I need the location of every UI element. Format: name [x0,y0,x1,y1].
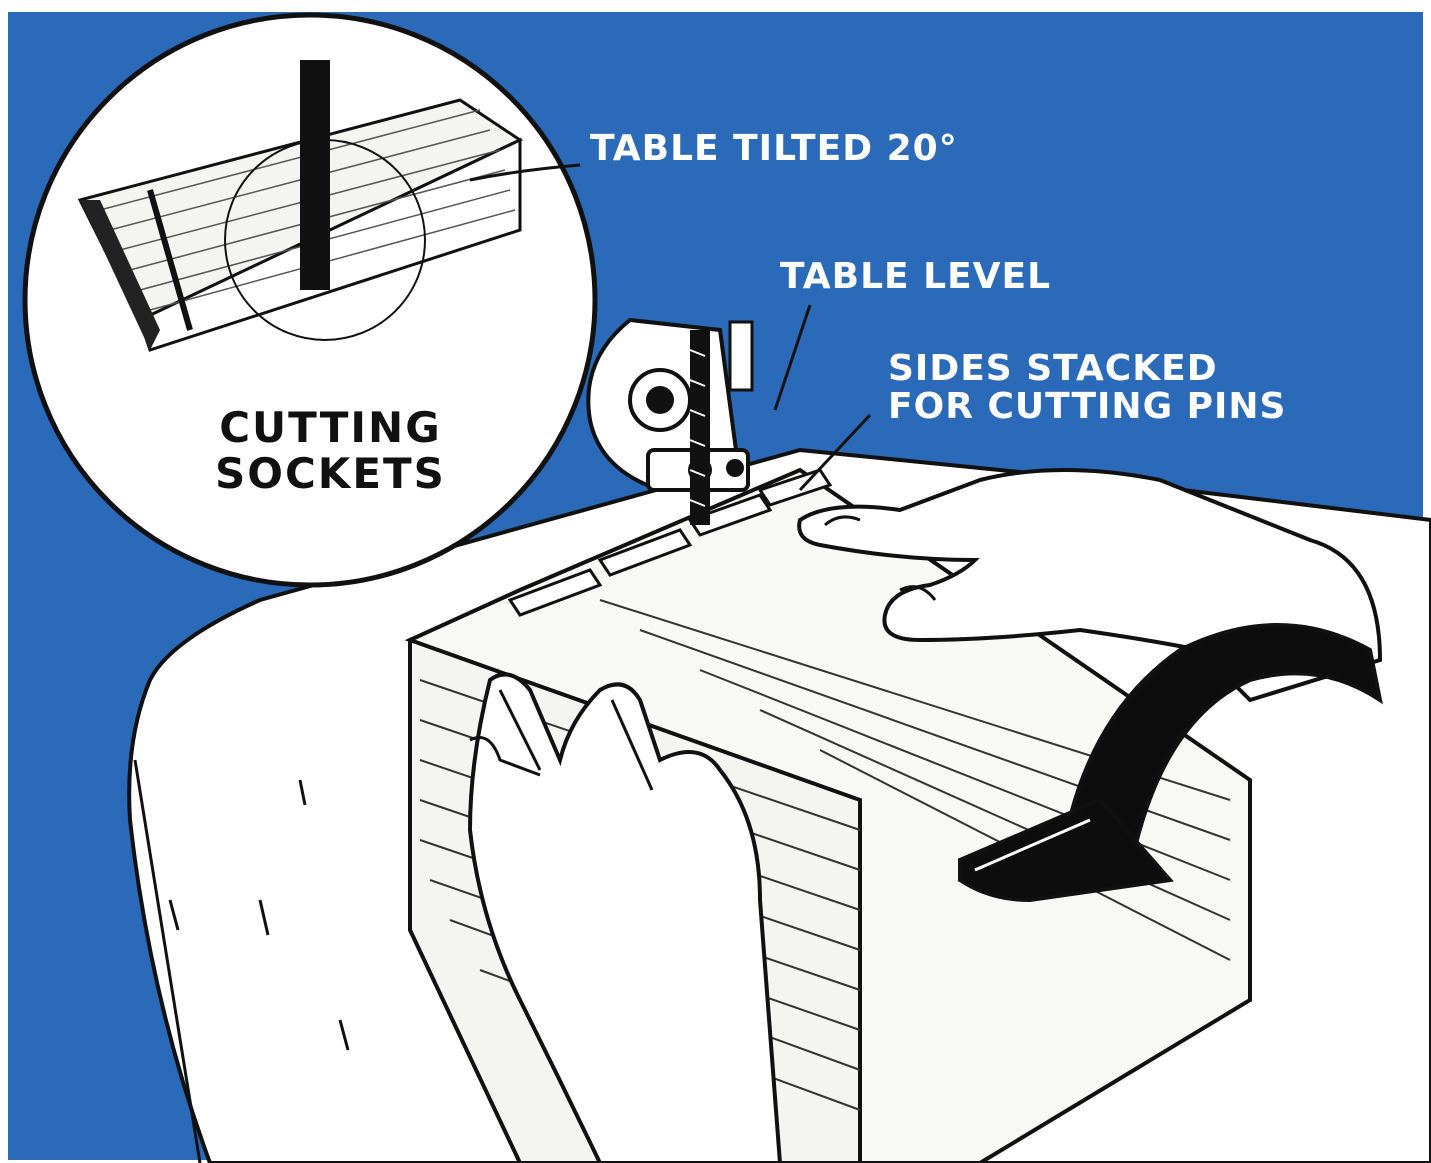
cutting-sockets-inset [25,15,595,585]
label-table-level-text: TABLE LEVEL [780,258,1051,296]
label-table-tilted-text: TABLE TILTED 20° [590,130,958,168]
label-cutting-sockets-line2: SOCKETS [215,451,446,497]
label-cutting-sockets-line1: CUTTING [215,405,446,451]
label-cutting-sockets: CUTTING SOCKETS [215,405,446,497]
label-table-tilted: TABLE TILTED 20° [590,130,958,168]
saw-blade [690,330,710,525]
label-table-level: TABLE LEVEL [780,258,1051,296]
label-sides-stacked-line1: SIDES STACKED [888,350,1286,388]
label-sides-stacked: SIDES STACKED FOR CUTTING PINS [888,350,1286,426]
label-sides-stacked-line2: FOR CUTTING PINS [888,388,1286,426]
